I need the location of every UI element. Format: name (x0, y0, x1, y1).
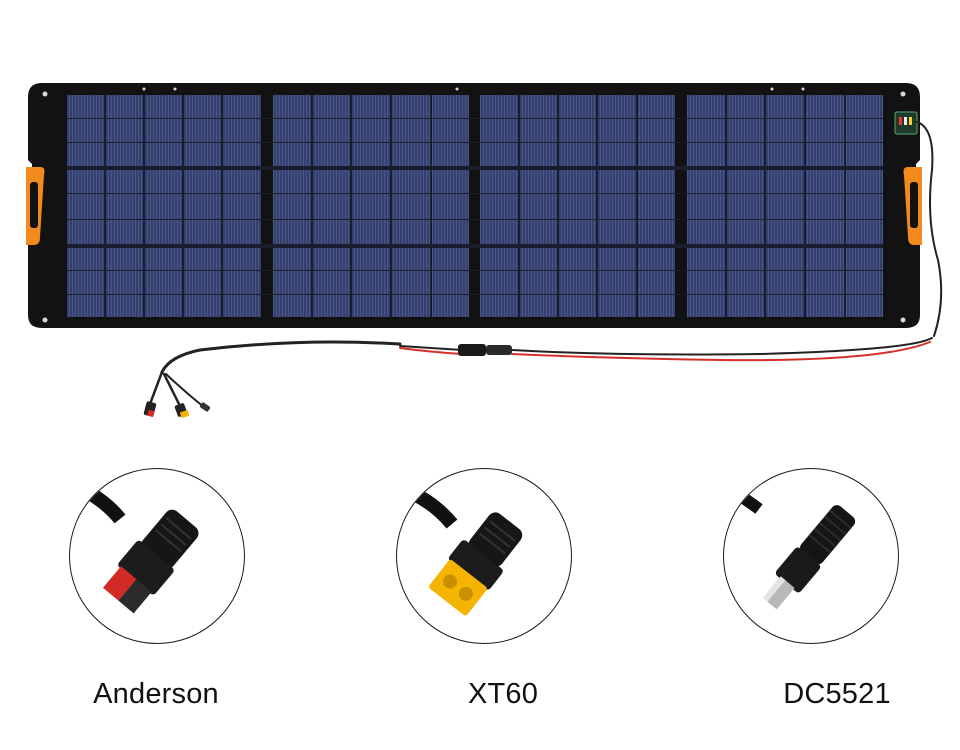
solar-cells (67, 95, 883, 317)
junction-box (894, 111, 918, 135)
dc5521-label: DC5521 (783, 678, 891, 710)
anderson-label: Anderson (93, 678, 219, 710)
cable-ends (143, 401, 211, 419)
anderson-connector-image (69, 468, 245, 644)
grommets (42, 87, 906, 323)
inline-connector (458, 344, 512, 356)
xt60-label: XT60 (467, 678, 539, 710)
right-handle (903, 167, 922, 245)
dc5521-connector-image (723, 468, 899, 644)
xt60-connector-image (396, 468, 572, 644)
left-handle (26, 167, 45, 245)
